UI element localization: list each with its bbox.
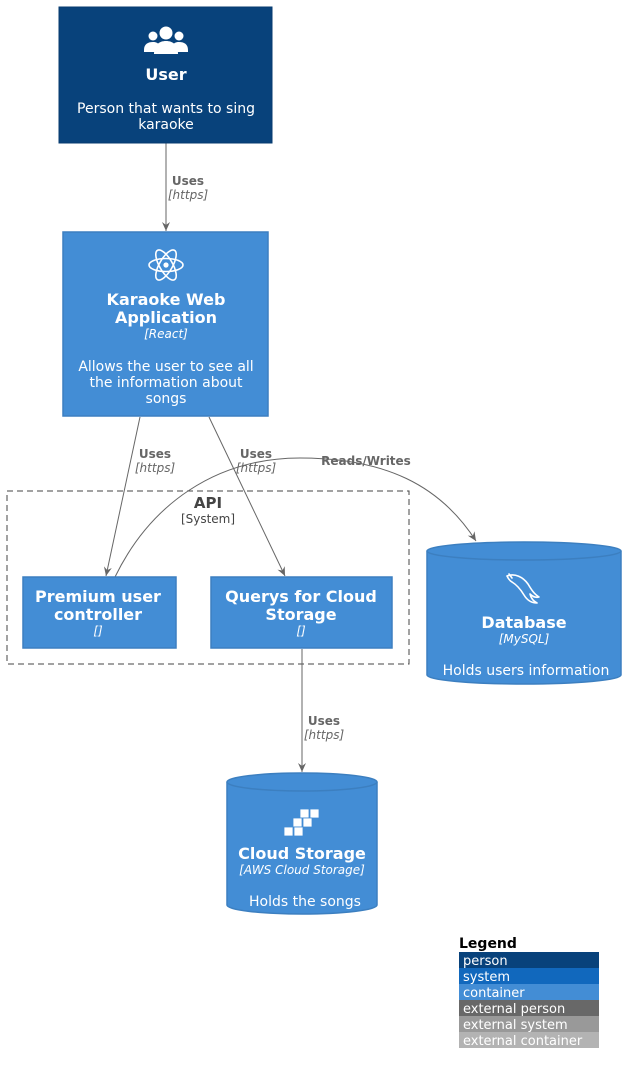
- api-boundary-subtitle: [System]: [181, 512, 235, 526]
- edge-label: Uses: [172, 174, 204, 188]
- aws-cubes-icon: [283, 808, 320, 837]
- webapp-title-line: Application: [115, 308, 217, 327]
- legend-label: external person: [463, 1002, 565, 1017]
- legend-label: external container: [463, 1034, 583, 1049]
- webapp-desc-line: the information about: [89, 375, 243, 391]
- user-node[interactable]: User Person that wants to sing karaoke: [58, 6, 273, 144]
- legend-swatch: [459, 1032, 599, 1048]
- edge-label: Uses: [240, 447, 272, 461]
- legend-label: external system: [463, 1018, 568, 1033]
- querys-title-line: Querys for Cloud: [225, 587, 377, 606]
- querys-title-line: Storage: [265, 605, 336, 624]
- api-boundary: API [System]: [6, 490, 410, 665]
- legend-swatch: [459, 968, 599, 984]
- edge-tech: [https]: [135, 461, 176, 475]
- legend-item-system: system: [459, 968, 599, 985]
- database-desc: Holds users information: [443, 663, 610, 679]
- legend-label: person: [463, 954, 508, 969]
- premium-controller-box: [22, 576, 177, 649]
- edge-premium-to-database: Reads/Writes: [114, 454, 477, 578]
- legend-item-container: container: [459, 984, 599, 1001]
- user-desc-line: Person that wants to sing: [77, 101, 255, 117]
- database-body: [426, 551, 622, 685]
- edge-label: Reads/Writes: [321, 454, 411, 468]
- premium-title-line: Premium user: [35, 587, 161, 606]
- legend-item-person: person: [459, 952, 599, 969]
- legend-item-external-system: external system: [459, 1016, 599, 1033]
- database-tech: [MySQL]: [499, 632, 550, 646]
- mysql-dolphin-icon: [506, 573, 540, 604]
- querys-tech: []: [296, 624, 306, 638]
- edge-tech: [https]: [168, 188, 209, 202]
- premium-controller-node[interactable]: Premium user controller []: [22, 576, 177, 649]
- legend-swatch: [459, 1016, 599, 1032]
- database-node[interactable]: Database [MySQL] Holds users information: [426, 541, 622, 685]
- cloud-storage-title: Cloud Storage: [238, 844, 366, 863]
- cloud-storage-top: [226, 772, 378, 792]
- edge-label: Uses: [139, 447, 171, 461]
- premium-title-line: controller: [54, 605, 142, 624]
- cloud-storage-desc: Holds the songs: [249, 894, 361, 910]
- webapp-desc-line: Allows the user to see all: [78, 359, 253, 375]
- webapp-node[interactable]: Karaoke Web Application [React] Allows t…: [62, 231, 269, 417]
- api-boundary-title: API: [194, 494, 222, 512]
- edge-querys-to-cloud: Uses [https]: [298, 649, 345, 772]
- legend-item-external-container: external container: [459, 1032, 599, 1049]
- database-title: Database: [481, 613, 566, 632]
- webapp-tech: [React]: [144, 327, 188, 341]
- cloud-storage-tech: [AWS Cloud Storage]: [239, 863, 365, 877]
- react-icon: [148, 249, 184, 281]
- legend: Legend person system container external …: [459, 936, 599, 1049]
- legend-item-external-person: external person: [459, 1000, 599, 1017]
- cloud-storage-node[interactable]: Cloud Storage [AWS Cloud Storage] Holds …: [226, 772, 378, 915]
- legend-swatch: [459, 952, 599, 968]
- querys-box: [210, 576, 393, 649]
- users-icon: [144, 26, 188, 54]
- edge-line: [114, 457, 477, 578]
- webapp-desc-line: songs: [146, 391, 187, 407]
- webapp-title-line: Karaoke Web: [107, 290, 226, 309]
- legend-swatch: [459, 984, 599, 1000]
- premium-tech: []: [93, 624, 103, 638]
- edge-user-to-webapp: Uses [https]: [162, 143, 209, 231]
- user-title: User: [145, 65, 186, 84]
- legend-swatch: [459, 1000, 599, 1016]
- edge-webapp-to-premium: Uses [https]: [103, 416, 176, 577]
- querys-node[interactable]: Querys for Cloud Storage []: [210, 576, 393, 649]
- legend-label: container: [463, 986, 525, 1001]
- edge-line: [208, 416, 286, 577]
- legend-label: system: [463, 970, 510, 985]
- legend-title: Legend: [459, 936, 517, 952]
- edge-line: [103, 416, 141, 577]
- cloud-storage-body: [226, 782, 378, 915]
- edge-tech: [https]: [304, 728, 345, 742]
- edge-tech: [https]: [236, 461, 277, 475]
- api-boundary-frame: [6, 490, 410, 665]
- database-top: [426, 541, 622, 561]
- user-desc-line: karaoke: [138, 117, 194, 133]
- edge-label: Uses: [308, 714, 340, 728]
